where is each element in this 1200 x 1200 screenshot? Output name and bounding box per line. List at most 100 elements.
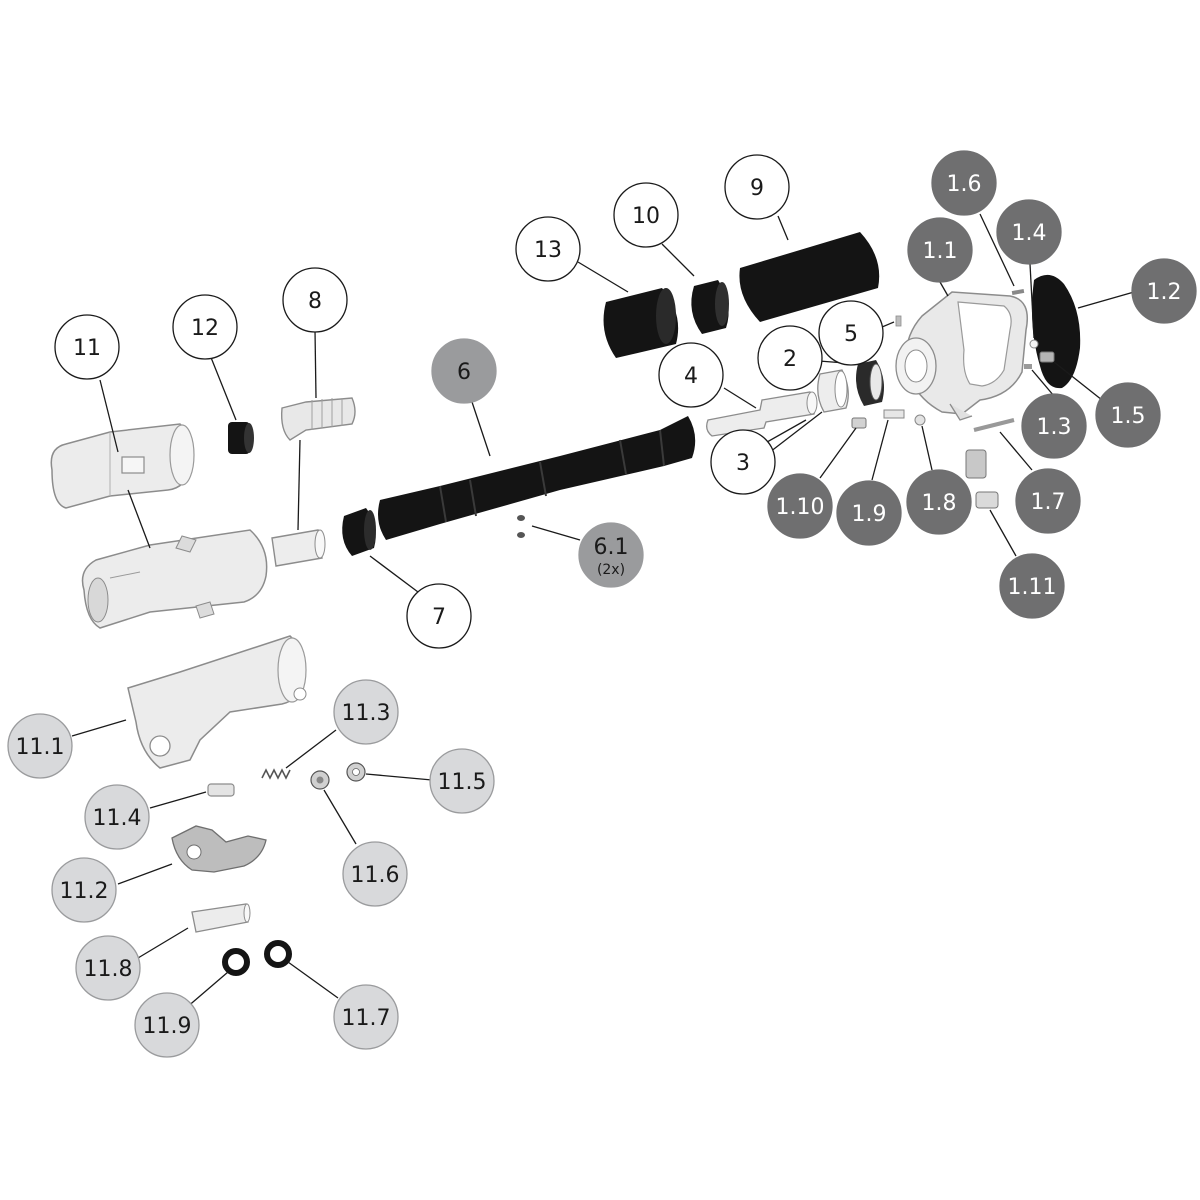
callout-3: 3	[710, 429, 776, 495]
callout-1-2: 1.2	[1131, 258, 1197, 324]
callout-circle	[999, 553, 1065, 619]
leader-11-7	[287, 961, 339, 999]
callout-circle	[333, 679, 399, 745]
leader-lines	[71, 213, 1135, 1009]
callout-1-10: 1.10	[767, 473, 833, 539]
part-1-8-small-washer	[914, 414, 926, 426]
callout-label: 1.11	[1008, 575, 1057, 600]
callout-label: 7	[432, 605, 446, 630]
part-1-7-small-valve	[965, 449, 987, 479]
callout-1-8: 1.8	[906, 469, 972, 535]
callout-11-7: 11.7	[333, 984, 399, 1050]
callout-2: 2	[757, 325, 823, 391]
leader-11-6	[323, 789, 357, 845]
callout-label: 1.4	[1012, 221, 1047, 246]
callout-circle	[515, 216, 581, 282]
callout-circle	[836, 480, 902, 546]
callout-label: 11.5	[438, 770, 487, 795]
part-1-6-small-pin	[1011, 288, 1025, 296]
callout-13: 13	[515, 216, 581, 282]
part-6-1-screws	[517, 515, 525, 538]
callout-4: 4	[658, 342, 724, 408]
part-11-6-nut	[310, 770, 330, 790]
callout-circle	[429, 748, 495, 814]
part-1-4-small-ball	[1029, 339, 1039, 349]
callout-circle	[907, 217, 973, 283]
callout-1-7: 1.7	[1015, 468, 1081, 534]
part-11-lower-body	[81, 529, 268, 629]
leader-1-4	[1029, 263, 1035, 339]
leader-10	[661, 243, 695, 277]
callout-label: 11	[73, 336, 101, 361]
callout-label: 11.9	[143, 1014, 192, 1039]
leader-11-1	[71, 719, 127, 737]
leader-8-lower	[297, 439, 301, 531]
callout-circle	[757, 325, 823, 391]
leader-13	[577, 261, 629, 293]
callout-label: 11.8	[84, 957, 133, 982]
callout-circle	[1095, 382, 1161, 448]
leader-11-3	[285, 729, 337, 769]
part-5-pin	[895, 315, 902, 327]
callout-label: 6.1	[594, 535, 629, 560]
parts-illustration	[50, 232, 1081, 976]
callout-label: 4	[684, 364, 698, 389]
callout-circle	[1021, 393, 1087, 459]
callout-label: 11.2	[60, 879, 109, 904]
callout-label: 1.2	[1147, 280, 1182, 305]
callout-label: 1.6	[947, 172, 982, 197]
callout-label: 1.7	[1031, 490, 1066, 515]
callout-label: 1.1	[923, 239, 958, 264]
callout-1-6: 1.6	[931, 150, 997, 216]
leader-8	[314, 329, 317, 399]
callout-label: 1.10	[776, 495, 825, 520]
callout-circle	[1131, 258, 1197, 324]
part-1-2-end-cap	[1032, 274, 1081, 389]
part-1-10-small-nut	[851, 417, 867, 429]
callout-label: 9	[750, 176, 764, 201]
callout-circle	[84, 784, 150, 850]
callout-label: 1.9	[852, 502, 887, 527]
callout-label: 11.4	[93, 806, 142, 831]
callout-11: 11	[54, 314, 120, 380]
callout-6-1: 6.1(2x)	[578, 522, 644, 588]
leader-1-3	[1031, 369, 1055, 397]
callout-circle	[333, 984, 399, 1050]
callout-circle	[342, 841, 408, 907]
callout-label: 8	[308, 289, 322, 314]
callout-label: 1.5	[1111, 404, 1146, 429]
callout-label: 11.6	[351, 863, 400, 888]
callout-circle	[906, 469, 972, 535]
leader-7	[369, 555, 419, 593]
leader-1-7	[999, 431, 1033, 471]
part-11-2-trigger	[171, 825, 267, 873]
part-11-1-trigger-housing	[127, 635, 307, 769]
leader-11-4	[149, 791, 207, 809]
callout-label: 3	[736, 451, 750, 476]
callout-circle	[931, 150, 997, 216]
leader-11-2	[117, 863, 173, 885]
callout-label: 6	[457, 360, 471, 385]
callout-circle	[710, 429, 776, 495]
callout-circle	[996, 199, 1062, 265]
callout-1-11: 1.11	[999, 553, 1065, 619]
part-12-ring	[228, 422, 254, 454]
callout-circle	[54, 314, 120, 380]
part-11-5-nut	[346, 762, 366, 782]
callout-8: 8	[282, 267, 348, 333]
part-11-4-pin	[207, 783, 235, 797]
callout-11-8: 11.8	[75, 935, 141, 1001]
callout-1-4: 1.4	[996, 199, 1062, 265]
callout-circle	[134, 992, 200, 1058]
leader-4	[723, 387, 757, 409]
leader-1-5	[1053, 361, 1103, 401]
callout-circle	[613, 182, 679, 248]
callout-circle	[658, 342, 724, 408]
callout-11-5: 11.5	[429, 748, 495, 814]
callout-11-4: 11.4	[84, 784, 150, 850]
leader-3b	[769, 411, 823, 453]
callout-1-5: 1.5	[1095, 382, 1161, 448]
callout-label: 5	[844, 322, 858, 347]
callout-1-9: 1.9	[836, 480, 902, 546]
